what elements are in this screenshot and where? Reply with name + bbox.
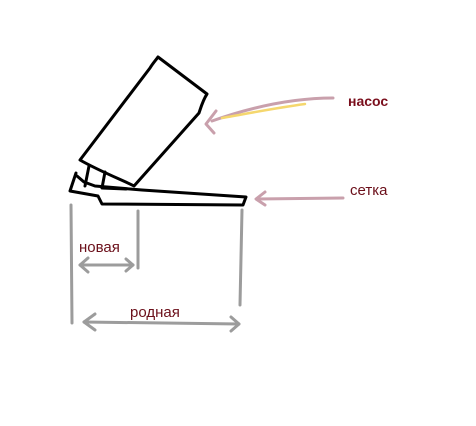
stock-width-label: родная — [130, 304, 180, 321]
pump-body — [78, 55, 209, 188]
pump-label: насос — [348, 93, 388, 109]
new-width-label: новая — [79, 239, 120, 256]
left-guide-line — [69, 203, 74, 325]
mesh-bar — [68, 171, 248, 207]
mesh-label: сетка — [350, 182, 388, 199]
dimension-lines — [69, 203, 244, 325]
new-width-arrow — [78, 256, 135, 274]
stock-width-arrow — [82, 312, 241, 333]
right-guide-line — [238, 208, 244, 307]
pump-pointer-arrow — [204, 96, 335, 135]
mesh-pointer-arrow — [254, 190, 345, 207]
